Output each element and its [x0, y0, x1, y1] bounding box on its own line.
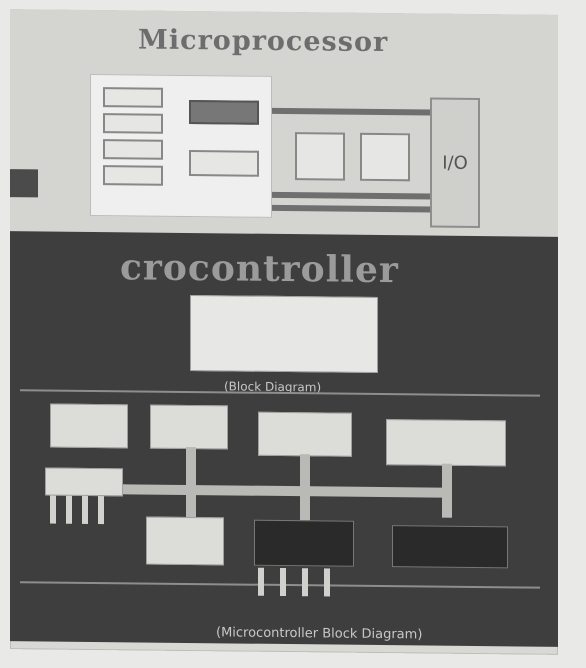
cpu-block — [190, 295, 378, 373]
register-block — [103, 87, 163, 108]
microcontroller-title: crocontroller — [120, 246, 399, 291]
peripheral-block — [386, 419, 506, 466]
internal-bus-line — [120, 484, 450, 497]
memory-block — [295, 132, 345, 181]
port-block — [45, 467, 123, 496]
peripheral-block — [150, 405, 228, 450]
data-bus-line — [272, 108, 432, 116]
peripheral-block — [258, 412, 352, 457]
microprocessor-left-diagram — [90, 74, 272, 218]
register-block — [103, 139, 163, 160]
register-block — [103, 165, 163, 186]
microprocessor-title: Microprocessor — [138, 24, 388, 58]
io-label: I/O — [442, 152, 468, 173]
bus-connector — [442, 464, 452, 518]
control-bus-line — [272, 205, 432, 213]
bus-connector — [300, 454, 310, 524]
microcontroller-panel: crocontroller (Block Diagram) — [10, 231, 558, 647]
address-bus-line — [272, 192, 432, 200]
bus-connector — [186, 447, 196, 519]
peripheral-block — [50, 404, 128, 449]
dark-tab — [10, 169, 38, 197]
alu-block — [189, 150, 259, 177]
control-unit-block — [189, 100, 259, 125]
memory-block — [360, 133, 410, 182]
footer-caption: (Microcontroller Block Diagram) — [216, 625, 422, 642]
timer-block — [146, 517, 224, 566]
serial-dark-block — [392, 525, 508, 568]
register-block — [103, 113, 163, 134]
memory-dark-block — [254, 520, 354, 567]
poster: Microprocessor I/O crocontroller (Block … — [10, 9, 558, 655]
io-block: I/O — [430, 98, 480, 229]
microprocessor-panel: Microprocessor I/O — [10, 9, 558, 237]
